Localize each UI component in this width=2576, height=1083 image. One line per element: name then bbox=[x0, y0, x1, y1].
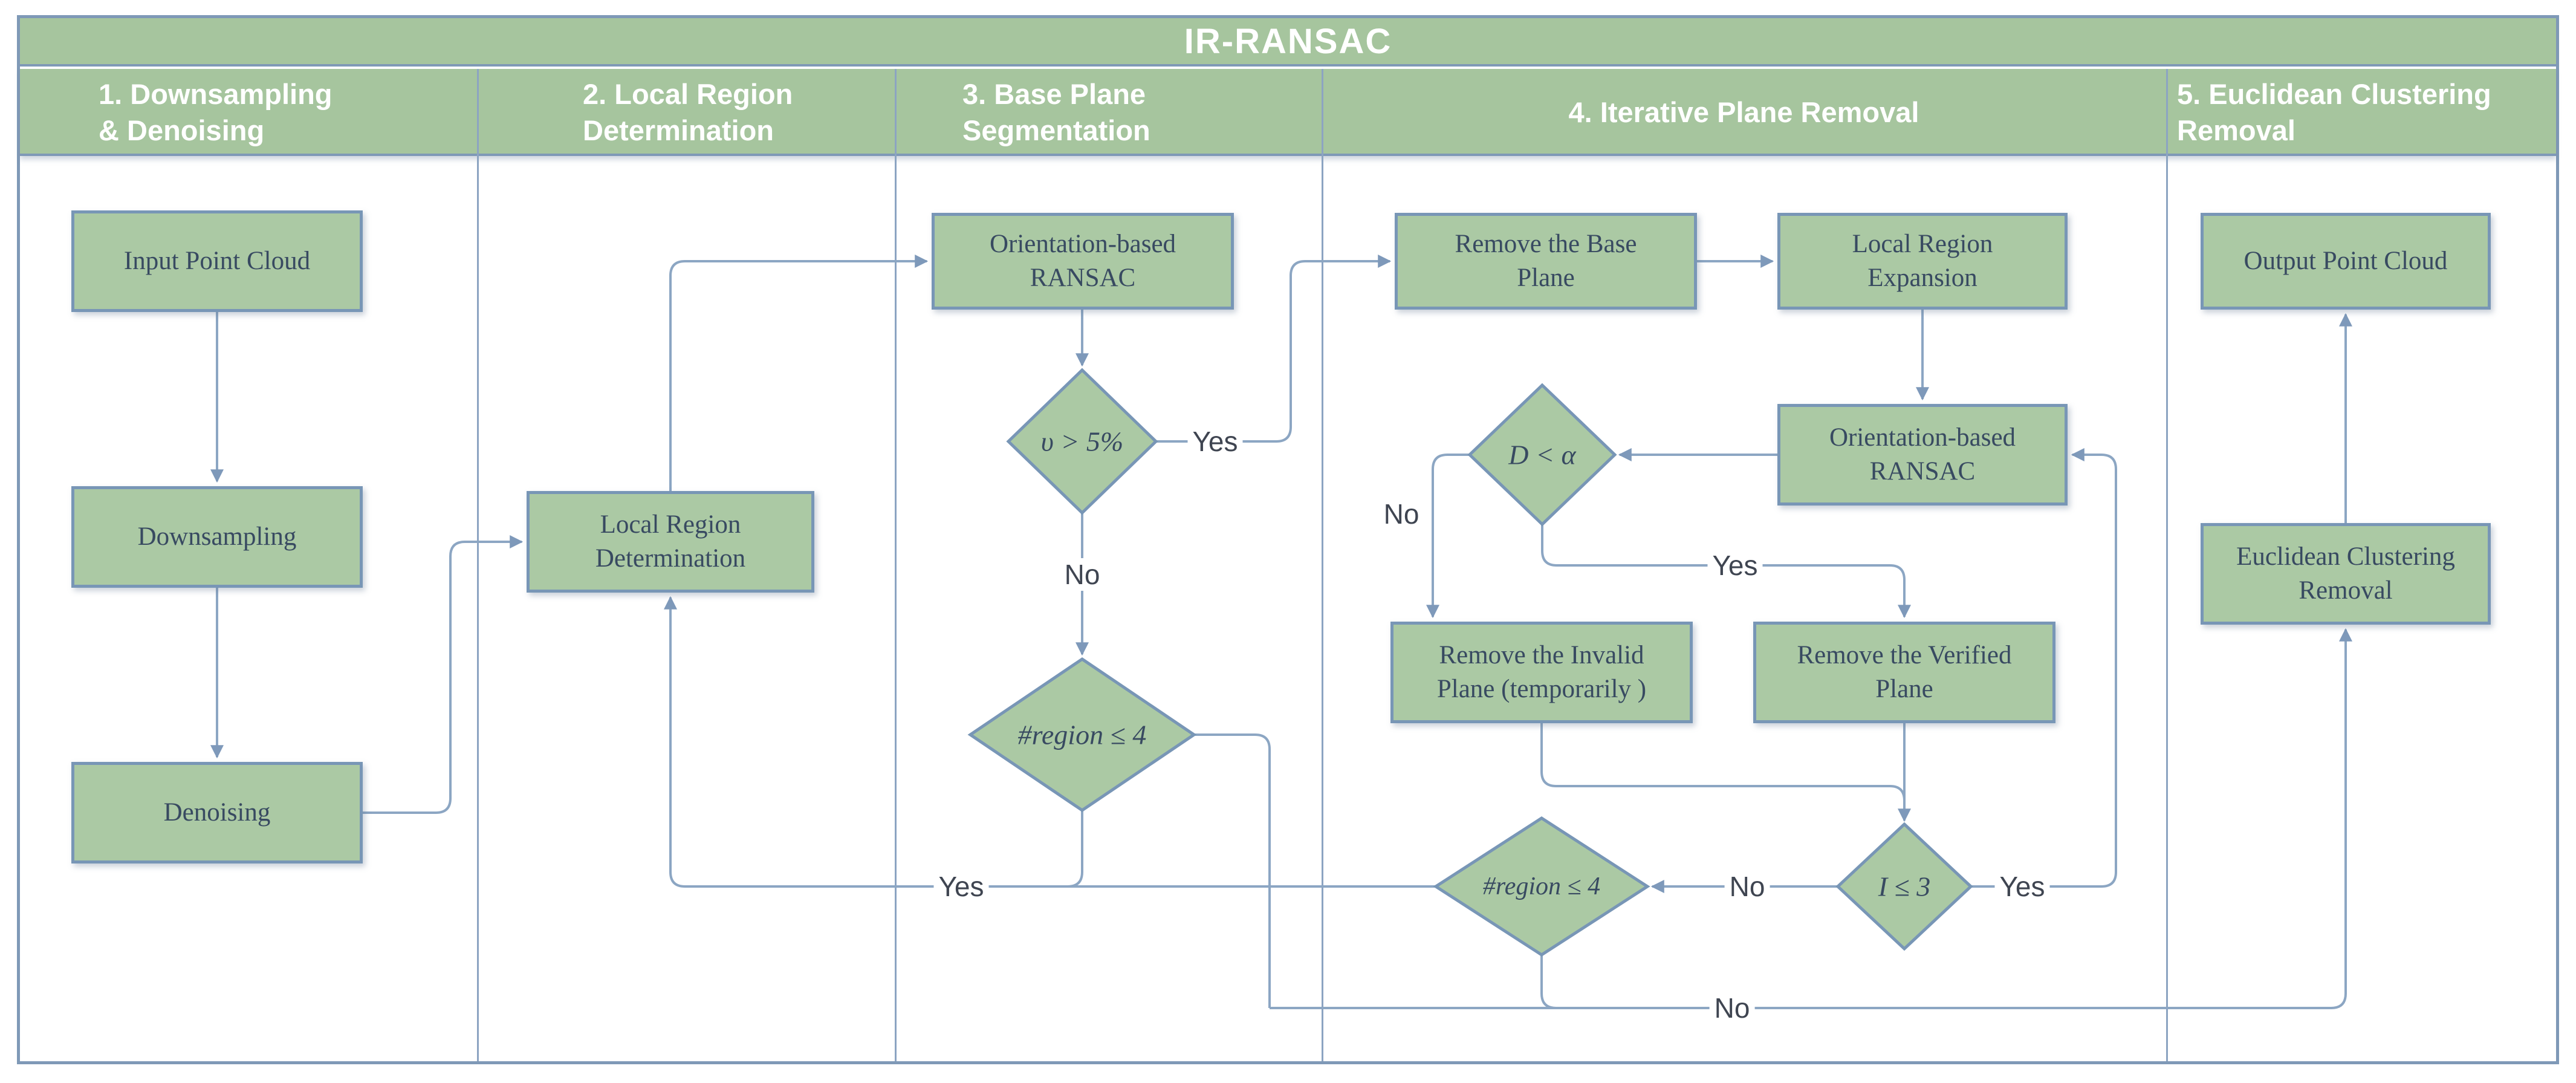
diamond-i-le-3 bbox=[1835, 822, 1973, 951]
label-i-le-3: I ≤ 3 bbox=[1878, 871, 1931, 902]
edge-denoising-to-lrd bbox=[363, 535, 524, 814]
diamond-region-le-4-iter bbox=[1433, 816, 1650, 957]
column-header-3: 3. Base Plane Segmentation bbox=[962, 77, 1150, 146]
node-remove-verified-plane: Remove the Verified Plane bbox=[1753, 622, 2055, 723]
diagram-frame bbox=[17, 15, 2559, 1064]
header-band bbox=[20, 69, 2556, 156]
edge-label-i3-yes: Yes bbox=[1994, 870, 2050, 903]
label-v-gt-5pct: υ > 5% bbox=[1040, 426, 1124, 457]
node-remove-invalid-plane: Remove the Invalid Plane (temporarily ) bbox=[1390, 622, 1693, 723]
label-region-le-4-iter: #region ≤ 4 bbox=[1482, 873, 1601, 900]
node-output-point-cloud: Output Point Cloud bbox=[2201, 213, 2491, 310]
edge-invalid-join bbox=[1540, 723, 1906, 801]
edge-bottom-no-to-ecr bbox=[1270, 628, 2352, 1009]
edge-v5-yes-to-remove-base bbox=[1156, 255, 1392, 443]
title-band: IR-RANSAC bbox=[20, 18, 2556, 67]
node-euclidean-clustering-removal: Euclidean Clustering Removal bbox=[2201, 523, 2491, 625]
edge-label-v5-yes: Yes bbox=[1187, 425, 1243, 458]
node-downsampling: Downsampling bbox=[71, 486, 363, 588]
edge-region4a-no-drop bbox=[1194, 733, 1271, 1008]
edge-label-bottom-no: No bbox=[1709, 992, 1755, 1024]
edge-region4b-bottom-drop bbox=[1540, 955, 1557, 1009]
edge-i3-yes-to-ob-ransac2 bbox=[1971, 448, 2117, 888]
edge-dalpha-no-to-invalid bbox=[1426, 454, 1470, 619]
edge-label-dalpha-yes: Yes bbox=[1707, 549, 1763, 582]
column-header-4: 4. Iterative Plane Removal bbox=[1568, 96, 1919, 128]
column-header-2: 2. Local Region Determination bbox=[583, 77, 793, 146]
edge-label-i3-no: No bbox=[1724, 870, 1770, 903]
edge-label-v5-no: No bbox=[1059, 558, 1105, 591]
column-separator-2 bbox=[895, 69, 897, 1061]
node-local-region-expansion: Local Region Expansion bbox=[1777, 213, 2068, 310]
label-d-lt-alpha: D < α bbox=[1508, 439, 1576, 470]
column-header-1: 1. Downsampling & Denoising bbox=[99, 77, 333, 146]
node-denoising: Denoising bbox=[71, 762, 363, 863]
column-separator-4 bbox=[2166, 69, 2168, 1061]
diagram-title: IR-RANSAC bbox=[1184, 21, 1392, 61]
diamond-d-lt-alpha bbox=[1467, 383, 1617, 527]
label-region-le-4-base: #region ≤ 4 bbox=[1017, 719, 1147, 750]
column-separator-1 bbox=[477, 69, 479, 1061]
diamond-v-gt-5pct bbox=[1006, 368, 1158, 515]
node-orientation-ransac-iter: Orientation-based RANSAC bbox=[1777, 404, 2068, 506]
edge-lrd-to-ob-ransac1 bbox=[669, 255, 929, 491]
edge-label-region-base-yes: Yes bbox=[933, 870, 989, 903]
node-remove-base-plane: Remove the Base Plane bbox=[1395, 213, 1697, 310]
edge-label-dalpha-no: No bbox=[1378, 498, 1424, 530]
diamond-region-le-4-base bbox=[967, 657, 1197, 813]
node-input-point-cloud: Input Point Cloud bbox=[71, 210, 363, 312]
node-local-region-determination: Local Region Determination bbox=[527, 491, 814, 593]
edge-region4a-yes-drop bbox=[1067, 810, 1083, 888]
column-separator-3 bbox=[1322, 69, 1323, 1061]
column-header-5: 5. Euclidean Clustering Removal bbox=[2177, 77, 2491, 146]
node-orientation-ransac-base: Orientation-based RANSAC bbox=[932, 213, 1234, 310]
edge-yes-feedback-to-lrd bbox=[664, 596, 1436, 888]
